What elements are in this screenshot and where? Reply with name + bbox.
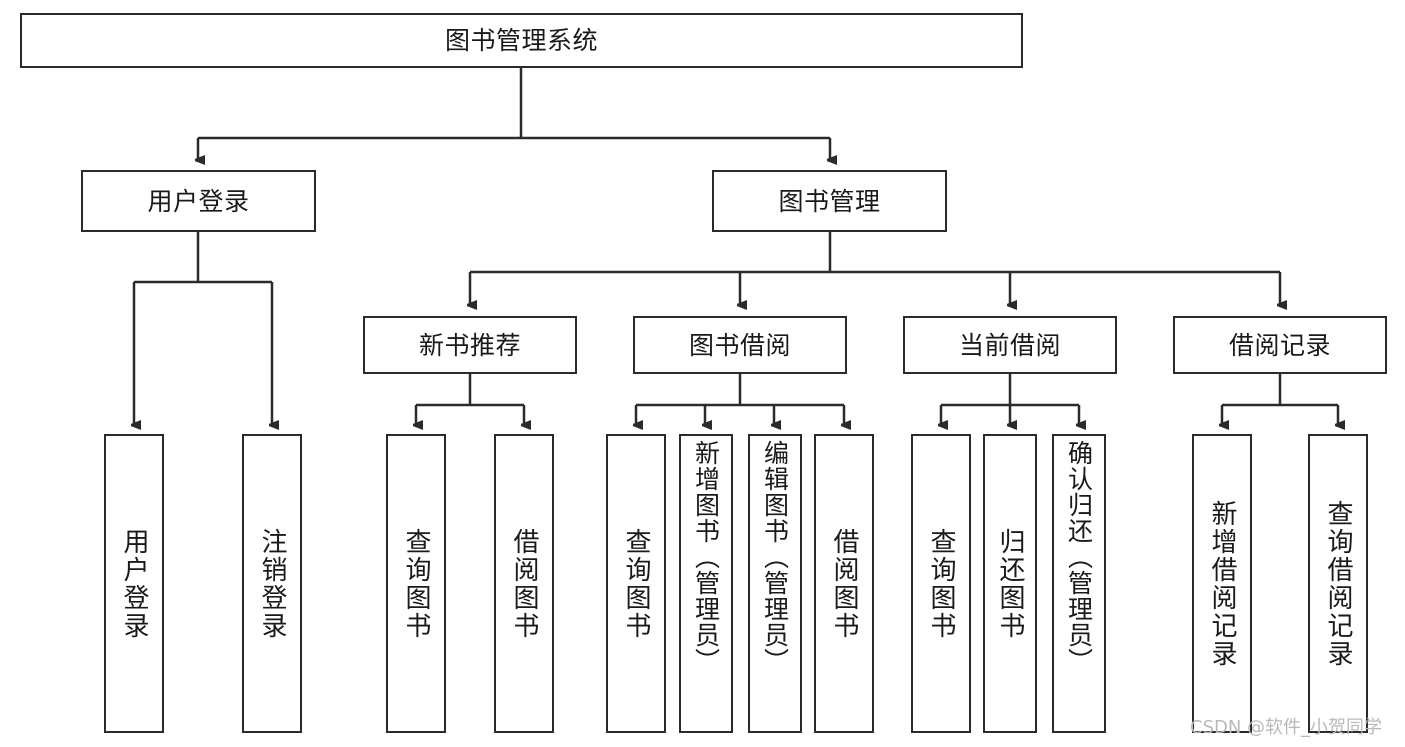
- node-leaf-query-borrow-record[interactable]: 查询借阅记录: [1308, 434, 1368, 733]
- node-leaf-borrow-book-recommend-label: 借阅图书: [509, 527, 540, 640]
- node-leaf-add-borrow-record-label: 新增借阅记录: [1207, 499, 1238, 668]
- node-current-borrow[interactable]: 当前借阅: [903, 316, 1117, 374]
- node-user-login[interactable]: 用户登录: [81, 170, 316, 232]
- node-leaf-logout-label: 注销登录: [257, 527, 288, 640]
- node-leaf-confirm-return-admin-label: 确认归还（管理员）: [1064, 440, 1094, 674]
- node-leaf-query-book-borrow[interactable]: 查询图书: [606, 434, 666, 733]
- watermark-csdn: CSDN @软件_小贺同学: [1190, 717, 1383, 738]
- node-leaf-add-borrow-record[interactable]: 新增借阅记录: [1192, 434, 1252, 733]
- node-leaf-return-book-label: 归还图书: [995, 527, 1026, 640]
- node-leaf-borrow-book-label: 借阅图书: [829, 527, 860, 640]
- node-user-login-label: 用户登录: [147, 186, 250, 216]
- node-leaf-query-borrow-record-label: 查询借阅记录: [1323, 499, 1354, 668]
- node-root-book-management-system[interactable]: 图书管理系统: [20, 13, 1023, 68]
- node-book-borrow[interactable]: 图书借阅: [633, 316, 847, 374]
- node-leaf-add-book-admin-label: 新增图书（管理员）: [691, 440, 721, 674]
- node-leaf-query-book-recommend[interactable]: 查询图书: [386, 434, 446, 733]
- node-leaf-borrow-book[interactable]: 借阅图书: [814, 434, 874, 733]
- node-new-book-recommend-label: 新书推荐: [418, 330, 521, 360]
- node-leaf-query-book-current[interactable]: 查询图书: [911, 434, 971, 733]
- node-borrow-record-label: 借阅记录: [1228, 330, 1331, 360]
- node-leaf-add-book-admin[interactable]: 新增图书（管理员）: [679, 434, 733, 733]
- node-leaf-edit-book-admin-label: 编辑图书（管理员）: [760, 440, 790, 674]
- node-leaf-return-book[interactable]: 归还图书: [983, 434, 1037, 733]
- node-book-borrow-label: 图书借阅: [688, 330, 791, 360]
- node-borrow-record[interactable]: 借阅记录: [1173, 316, 1387, 374]
- node-new-book-recommend[interactable]: 新书推荐: [363, 316, 577, 374]
- node-leaf-query-book-borrow-label: 查询图书: [621, 527, 652, 640]
- node-leaf-user-login-label: 用户登录: [119, 527, 150, 640]
- node-root-label: 图书管理系统: [444, 26, 598, 55]
- node-leaf-edit-book-admin[interactable]: 编辑图书（管理员）: [748, 434, 802, 733]
- node-leaf-logout[interactable]: 注销登录: [242, 434, 302, 733]
- node-leaf-borrow-book-recommend[interactable]: 借阅图书: [494, 434, 554, 733]
- node-leaf-query-book-current-label: 查询图书: [926, 527, 957, 640]
- node-book-management[interactable]: 图书管理: [712, 170, 947, 232]
- node-current-borrow-label: 当前借阅: [958, 330, 1061, 360]
- node-book-management-label: 图书管理: [778, 186, 881, 216]
- node-leaf-query-book-recommend-label: 查询图书: [401, 527, 432, 640]
- node-leaf-user-login[interactable]: 用户登录: [104, 434, 164, 733]
- node-leaf-confirm-return-admin[interactable]: 确认归还（管理员）: [1052, 434, 1106, 733]
